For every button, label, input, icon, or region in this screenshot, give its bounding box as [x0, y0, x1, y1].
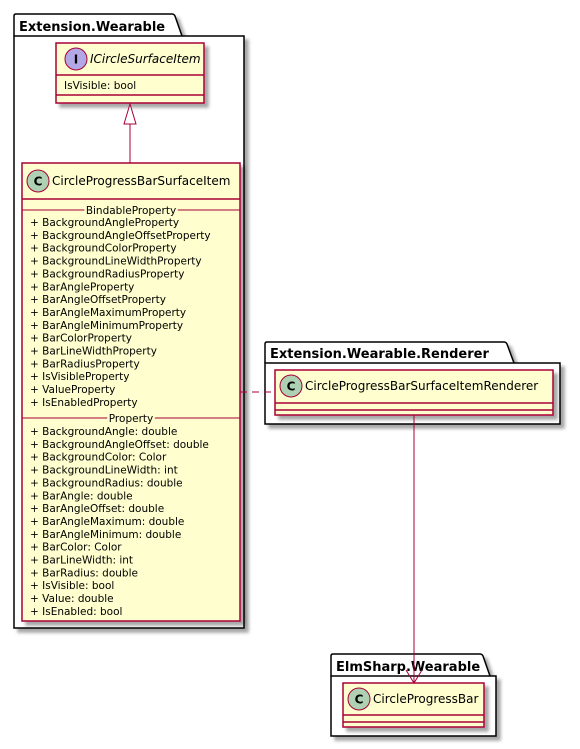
member-item: + IsEnabledProperty	[30, 397, 138, 409]
member-item: + BackgroundAngleOffset: double	[30, 439, 209, 451]
interface-glyph: I	[74, 53, 78, 67]
member-item: + BarColorProperty	[30, 333, 132, 345]
member-item: + BarRadius: double	[30, 567, 138, 579]
interface-stereotype-icon	[64, 47, 88, 71]
package-title: Extension.Wearable.Renderer	[270, 347, 489, 362]
member-item: + BarAngle: double	[30, 490, 133, 502]
member-item: + BarAngleMaximum: double	[30, 516, 184, 528]
association-arrow	[405, 415, 423, 684]
member-item: + IsVisibleProperty	[30, 371, 129, 383]
member-item: + BarRadiusProperty	[30, 358, 140, 370]
generalization-arrow	[123, 102, 137, 163]
member-item: + ValueProperty	[30, 384, 115, 396]
member-item: + BackgroundColorProperty	[30, 243, 177, 255]
package-title: ElmSharp.Wearable	[336, 660, 480, 675]
member-item: + BackgroundColor: Color	[30, 452, 167, 464]
member-item: + BackgroundRadiusProperty	[30, 268, 184, 280]
member-item: + BackgroundAngleOffsetProperty	[30, 230, 211, 242]
member-item: + BarLineWidth: int	[30, 555, 133, 567]
section-property: Property	[109, 413, 153, 425]
member-item: + Value: double	[30, 593, 114, 605]
class-stereotype-icon	[279, 374, 303, 398]
package-title: Extension.Wearable	[19, 20, 165, 35]
class-glyph: C	[287, 380, 296, 394]
member-item: + IsVisible: bool	[30, 580, 114, 592]
member-item: + BarAngleMinimumProperty	[30, 320, 183, 332]
member-item: + BarAngleMinimum: double	[30, 529, 181, 541]
class-circleprogressbar: C CircleProgressBar	[342, 682, 485, 728]
class-circleprogressbarsurfaceitem: C CircleProgressBarSurfaceItem BindableP…	[21, 162, 241, 622]
bindable-property-list: + BackgroundAngleProperty+ BackgroundAng…	[30, 217, 211, 409]
interface-member: IsVisible: bool	[64, 80, 136, 92]
section-bindable-property: BindableProperty	[86, 205, 176, 217]
class-circleprogressbarsurfaceitemrenderer: C CircleProgressBarSurfaceItemRenderer	[274, 369, 554, 416]
member-item: + BackgroundAngle: double	[30, 426, 177, 438]
member-item: + BarAngleProperty	[30, 281, 134, 293]
member-item: + BarAngleMaximumProperty	[30, 307, 186, 319]
member-item: + BackgroundAngleProperty	[30, 217, 179, 229]
property-list: + BackgroundAngle: double+ BackgroundAng…	[30, 426, 209, 618]
member-item: + BackgroundLineWidth: int	[30, 465, 178, 477]
member-item: + BarLineWidthProperty	[30, 346, 157, 358]
class-glyph: C	[34, 175, 43, 189]
class-name: CircleProgressBarSurfaceItem	[52, 174, 230, 188]
member-item: + BarColor: Color	[30, 542, 122, 554]
class-stereotype-icon	[26, 169, 50, 193]
interface-icirclesurfaceitem: I ICircleSurfaceItem IsVisible: bool	[55, 42, 205, 104]
member-item: + IsEnabled: bool	[30, 606, 122, 618]
class-stereotype-icon	[347, 687, 371, 711]
class-name: CircleProgressBarSurfaceItemRenderer	[305, 379, 538, 393]
member-item: + BarAngleOffsetProperty	[30, 294, 166, 306]
class-glyph: C	[355, 693, 364, 707]
class-name: CircleProgressBar	[373, 692, 478, 706]
member-item: + BackgroundRadius: double	[30, 477, 183, 489]
member-item: + BarAngleOffset: double	[30, 503, 164, 515]
interface-name: ICircleSurfaceItem	[90, 52, 201, 66]
member-item: + BackgroundLineWidthProperty	[30, 256, 202, 268]
